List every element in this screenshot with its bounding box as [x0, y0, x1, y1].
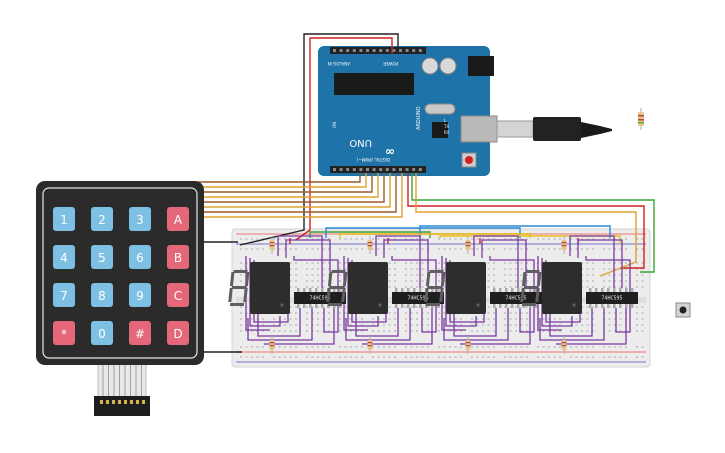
digital-header-pins[interactable]: [333, 49, 422, 52]
keypad-key[interactable]: 1: [53, 207, 75, 231]
keypad-key-label: 4: [60, 251, 68, 265]
shift-register-chip[interactable]: 74HC595: [586, 288, 638, 308]
keypad-key-label: *: [61, 327, 67, 341]
display-module[interactable]: 74HC595: [520, 262, 638, 314]
keypad-key[interactable]: 7: [53, 283, 75, 307]
keypad-key[interactable]: #: [129, 321, 151, 345]
reset-button-cap[interactable]: [465, 156, 473, 164]
keypad-key-label: 3: [136, 213, 144, 227]
keypad-frame: [42, 187, 198, 359]
seven-segment-display[interactable]: [228, 262, 290, 314]
power-label: POWER: [383, 61, 398, 66]
usb-port: [460, 115, 498, 143]
display-modules[interactable]: 74HC595 74HC595 74HC595 74HC595: [228, 262, 638, 314]
arduino-logo-icon: ∞: [385, 145, 395, 159]
seven-segment-display[interactable]: [326, 262, 388, 314]
keypad-key-label: 8: [98, 289, 106, 303]
keypad-key-label: #: [135, 327, 145, 341]
power-analog-header-pins[interactable]: [333, 168, 422, 171]
analog-label: ANALOG IN: [328, 61, 350, 66]
keypad-key-label: 6: [136, 251, 144, 265]
keypad-key[interactable]: C: [167, 283, 189, 307]
keypad-key[interactable]: *: [53, 321, 75, 345]
keypad-key-label: 2: [98, 213, 106, 227]
keypad-connector[interactable]: [94, 396, 150, 416]
display-module[interactable]: 74HC595: [424, 262, 542, 314]
seven-segment-display[interactable]: [424, 262, 486, 314]
shift-register-label: 74HC595: [505, 296, 526, 302]
keypad-key-label: B: [174, 251, 182, 265]
on-label: ON: [332, 122, 337, 128]
rx-label: RX: [444, 130, 450, 135]
crystal: [424, 103, 456, 115]
l-label: L: [444, 118, 447, 123]
ribbon-traces: [102, 364, 142, 396]
keypad-key[interactable]: 2: [91, 207, 113, 231]
arduino-model: UNO: [349, 137, 372, 148]
keypad-key-label: D: [173, 327, 182, 341]
connector-pins: [100, 400, 145, 404]
keypad-key-label: 1: [60, 213, 68, 227]
keypad-key[interactable]: 0: [91, 321, 113, 345]
usb-cable[interactable]: [496, 117, 612, 141]
seven-segment-display[interactable]: [520, 262, 582, 314]
capacitor: [439, 57, 457, 75]
display-module[interactable]: 74HC595: [228, 262, 346, 314]
display-module[interactable]: 74HC595: [326, 262, 444, 314]
keypad-body: [36, 181, 204, 365]
shift-register-label: 74HC595: [407, 296, 428, 302]
resistor-loose[interactable]: [638, 108, 644, 130]
keypad-key[interactable]: D: [167, 321, 189, 345]
shift-register-label: 74HC595: [601, 296, 622, 302]
keypad-keys[interactable]: 1 2 3 A 4 5 6 B 7 8 9 C * 0 # D: [53, 207, 189, 345]
keypad-key-label: 5: [98, 251, 106, 265]
keypad-key[interactable]: A: [167, 207, 189, 231]
arduino-uno-board[interactable]: ∞ UNO ARDUINO DIGITAL (PWM~) ANALOG IN P…: [318, 46, 498, 176]
shift-register-label: 74HC595: [309, 296, 330, 302]
tx-label: TX: [443, 124, 449, 129]
keypad-key-label: A: [174, 213, 183, 227]
shift-register-chip[interactable]: 74HC595: [490, 288, 542, 308]
keypad-key[interactable]: 5: [91, 245, 113, 269]
keypad-key[interactable]: 3: [129, 207, 151, 231]
keypad-key-label: 7: [60, 289, 68, 303]
keypad-key[interactable]: B: [167, 245, 189, 269]
capacitor: [421, 57, 439, 75]
keypad-key[interactable]: 8: [91, 283, 113, 307]
keypad-key-label: 0: [98, 327, 106, 341]
keypad-key-label: 9: [136, 289, 144, 303]
keypad-key[interactable]: 6: [129, 245, 151, 269]
digital-header-label: DIGITAL (PWM~): [356, 157, 390, 162]
breadboard-resistors: [269, 236, 567, 354]
usb-chip: [432, 122, 448, 138]
power-jack: [468, 56, 494, 76]
keypad-key[interactable]: 9: [129, 283, 151, 307]
keypad-key[interactable]: 4: [53, 245, 75, 269]
arduino-brand: ARDUINO: [416, 106, 422, 130]
atmega-chip: [334, 73, 414, 95]
pushbutton[interactable]: [675, 302, 691, 318]
keypad-4x4[interactable]: 1 2 3 A 4 5 6 B 7 8 9 C * 0 # D: [36, 181, 204, 416]
keypad-key-label: C: [174, 289, 182, 303]
keypad-ribbon: [97, 361, 147, 399]
